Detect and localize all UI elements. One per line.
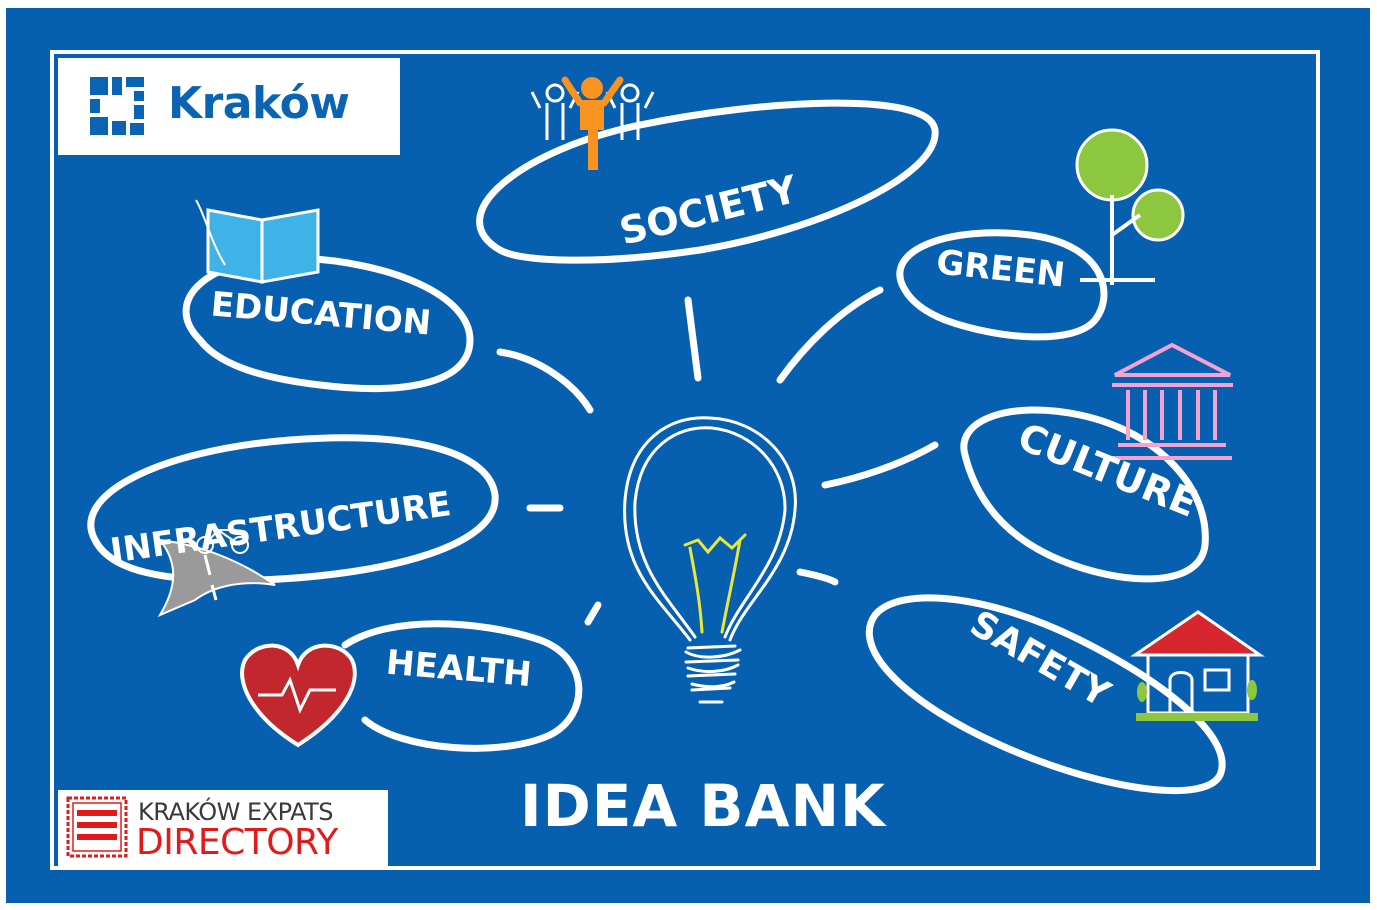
directory-line2: DIRECTORY xyxy=(136,822,338,863)
people-icon xyxy=(530,76,655,170)
poster-border xyxy=(50,50,1320,870)
poster-title: IDEA BANK xyxy=(520,772,887,840)
education-label: EDUCATION xyxy=(209,285,433,344)
society-label: SOCIETY xyxy=(615,167,802,254)
connector-safety xyxy=(796,568,839,586)
book-icon xyxy=(195,199,320,284)
health-label: HEALTH xyxy=(385,643,534,696)
connector-health xyxy=(584,601,602,626)
heart-icon xyxy=(240,643,357,748)
directory-line1: KRAKÓW EXPATS xyxy=(138,798,334,826)
safety-bubble xyxy=(865,594,1226,795)
directory-stamp-icon xyxy=(66,796,128,858)
krakow-logo-mark-icon xyxy=(90,77,144,135)
connector-culture xyxy=(821,441,939,489)
lightbulb-icon xyxy=(623,416,797,704)
krakow-expats-directory-logo: KRAKÓW EXPATS DIRECTORY xyxy=(58,790,388,866)
connector-education xyxy=(496,348,594,414)
infrastructure-label: INFRASTRUCTURE xyxy=(108,484,454,571)
krakow-logo: Kraków xyxy=(58,58,400,155)
society-bubble xyxy=(476,99,939,264)
road-bicycle-icon xyxy=(157,528,276,618)
connector-green xyxy=(776,286,884,384)
connector-society xyxy=(684,296,702,382)
museum-icon xyxy=(1112,342,1233,460)
tree-icon xyxy=(1075,128,1185,285)
house-icon xyxy=(1130,610,1265,721)
krakow-logo-text: Kraków xyxy=(168,78,350,129)
health-bubble xyxy=(341,620,583,752)
culture-bubble xyxy=(960,406,1209,583)
green-bubble xyxy=(896,229,1108,341)
bulb-filament xyxy=(683,533,747,634)
green-label: GREEN xyxy=(934,242,1066,295)
